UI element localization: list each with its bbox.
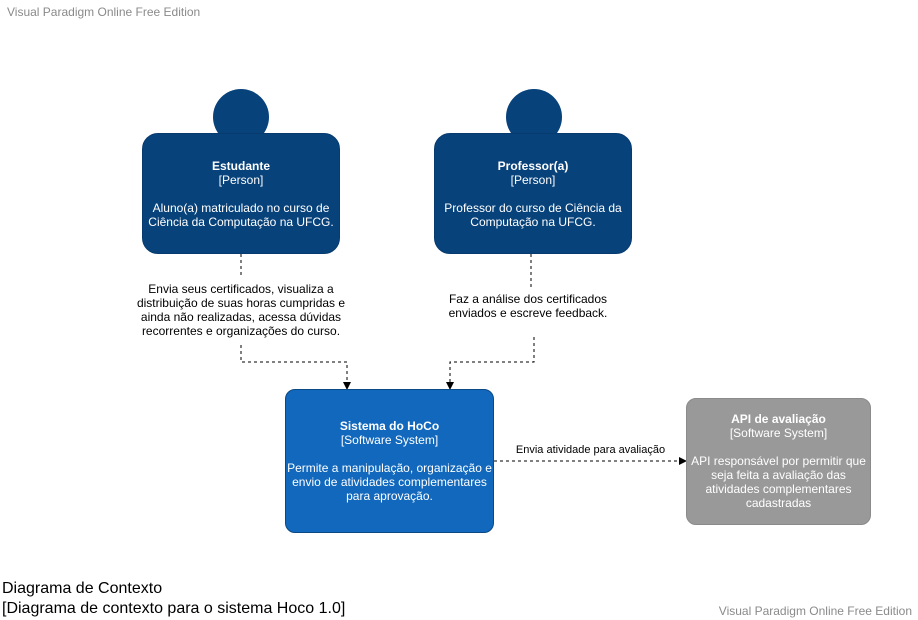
edge-label-professor-sistema: Faz a análise dos certificados enviados …	[440, 292, 616, 320]
watermark-bottom: Visual Paradigm Online Free Edition	[718, 604, 912, 618]
api-avaliacao-box[interactable]: API de avaliação [Software System] API r…	[686, 398, 871, 525]
edge-label-sistema-api: Envia atividade para avaliação	[512, 443, 669, 457]
professor-description: Professor do curso de Ciência da Computa…	[444, 201, 622, 229]
estudante-type: [Person]	[218, 173, 264, 187]
estudante-name: Estudante	[211, 159, 270, 173]
professor-name: Professor(a)	[497, 159, 569, 173]
diagram-caption: Diagrama de Contexto [Diagrama de contex…	[2, 579, 345, 619]
professor-type: [Person]	[510, 173, 556, 187]
edge-label-estudante-sistema: Envia seus certificados, visualiza a dis…	[134, 282, 348, 338]
sistema-hoco-box[interactable]: Sistema do HoCo [Software System] Permit…	[285, 389, 494, 533]
api-description: API responsável por permitir que seja fe…	[691, 454, 866, 510]
api-name: API de avaliação	[731, 412, 826, 426]
diagram-subtitle: [Diagrama de contexto para o sistema Hoc…	[2, 600, 346, 617]
estudante-description: Aluno(a) matriculado no curso de Ciência…	[148, 201, 334, 229]
estudante-person-box[interactable]: Estudante [Person] Aluno(a) matriculado …	[142, 133, 340, 254]
api-type: [Software System]	[729, 426, 828, 440]
professor-person-box[interactable]: Professor(a) [Person] Professor do curso…	[434, 133, 632, 254]
sistema-name: Sistema do HoCo	[339, 419, 440, 433]
edge-professor-sistema	[450, 254, 535, 389]
sistema-description: Permite a manipulação, organização e env…	[287, 461, 492, 503]
watermark-top: Visual Paradigm Online Free Edition	[7, 5, 201, 19]
edge-estudante-sistema	[240, 254, 347, 389]
sistema-type: [Software System]	[340, 433, 439, 447]
diagram-title: Diagrama de Contexto	[2, 580, 163, 597]
